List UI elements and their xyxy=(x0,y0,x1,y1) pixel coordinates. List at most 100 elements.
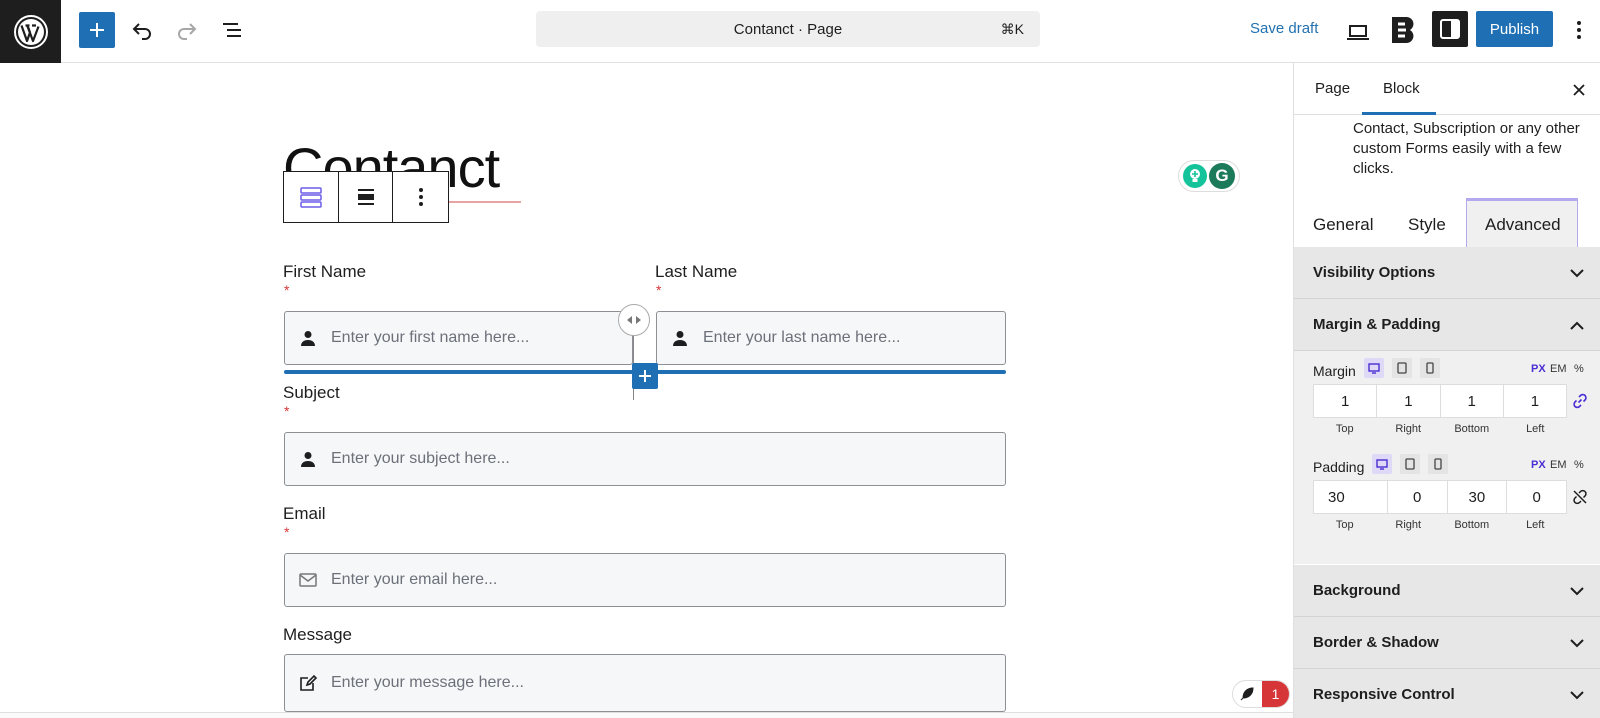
padding-left-input[interactable]: 0 xyxy=(1532,488,1541,506)
grammarly-widget[interactable]: G xyxy=(1178,160,1240,192)
block-sub-tabs: General Style Advanced xyxy=(1294,198,1600,250)
subject-label: Subject xyxy=(283,383,340,402)
unit-em[interactable]: EM xyxy=(1550,363,1567,375)
margin-label: Margin xyxy=(1313,363,1356,379)
insert-block-button[interactable] xyxy=(632,363,658,389)
unlink-values-icon[interactable] xyxy=(1571,488,1589,506)
responsive-control-panel[interactable]: Responsive Control xyxy=(1294,669,1600,718)
publish-button[interactable]: Publish xyxy=(1476,11,1553,47)
plugin-brand-button[interactable] xyxy=(1385,12,1421,48)
unit-percent[interactable]: % xyxy=(1574,459,1584,471)
caption-right: Right xyxy=(1395,519,1422,531)
plus-icon xyxy=(639,370,651,382)
required-marker: * xyxy=(284,403,290,419)
block-description: Contact, Subscription or any other custo… xyxy=(1353,120,1580,177)
vertical-ellipsis-icon xyxy=(1577,21,1581,39)
block-type-button[interactable] xyxy=(284,172,339,222)
tab-advanced[interactable]: Advanced xyxy=(1485,215,1561,234)
user-icon xyxy=(285,330,331,346)
message-textarea[interactable]: Enter your message here... xyxy=(284,654,1006,712)
unit-em[interactable]: EM xyxy=(1550,459,1567,471)
close-icon xyxy=(1573,84,1585,96)
tab-page[interactable]: Page xyxy=(1315,80,1351,97)
redo-button[interactable] xyxy=(169,12,205,48)
top-toolbar: Contanct · Page ⌘K Save draft Publish xyxy=(0,0,1600,63)
margin-top-input[interactable]: 1 xyxy=(1314,385,1378,417)
padding-values: 30 0 30 0 xyxy=(1313,480,1567,514)
first-name-placeholder: Enter your first name here... xyxy=(331,329,530,346)
plus-icon xyxy=(90,23,104,37)
tab-block[interactable]: Block xyxy=(1383,80,1420,97)
border-shadow-panel[interactable]: Border & Shadow xyxy=(1294,617,1600,669)
link-values-icon[interactable] xyxy=(1571,392,1589,410)
visibility-options-panel[interactable]: Visibility Options xyxy=(1294,247,1600,299)
last-name-input[interactable]: Enter your last name here... xyxy=(656,311,1006,365)
wordpress-logo-icon[interactable] xyxy=(0,0,61,63)
close-sidebar-button[interactable] xyxy=(1568,79,1590,101)
command-palette-bar[interactable]: Contanct · Page ⌘K xyxy=(536,11,1040,47)
panel-title: Visibility Options xyxy=(1313,264,1436,281)
caption-top: Top xyxy=(1335,519,1354,531)
preview-button[interactable] xyxy=(1340,14,1376,50)
document-title: Contanct · Page xyxy=(733,21,843,38)
mobile-icon[interactable] xyxy=(1428,454,1448,474)
undo-button[interactable] xyxy=(124,12,160,48)
redo-icon xyxy=(178,23,197,40)
keyboard-shortcut: ⌘K xyxy=(1000,21,1024,37)
first-name-input[interactable]: Enter your first name here... xyxy=(284,311,633,365)
user-icon xyxy=(657,330,703,346)
add-block-button[interactable] xyxy=(79,12,115,48)
align-button[interactable] xyxy=(339,172,394,222)
padding-right-input[interactable]: 0 xyxy=(1388,481,1448,513)
active-tab-indicator xyxy=(1362,112,1436,115)
email-label: Email xyxy=(283,504,326,523)
email-input[interactable]: Enter your email here... xyxy=(284,553,1006,607)
margin-bottom-input[interactable]: 1 xyxy=(1441,385,1504,417)
background-panel[interactable]: Background xyxy=(1294,565,1600,617)
margin-left-input[interactable]: 1 xyxy=(1530,392,1540,410)
tab-style[interactable]: Style xyxy=(1408,215,1446,234)
lightbulb-icon xyxy=(1183,164,1207,188)
mobile-icon[interactable] xyxy=(1420,358,1440,378)
margin-padding-panel[interactable]: Margin & Padding xyxy=(1294,299,1600,351)
tablet-icon[interactable] xyxy=(1400,454,1420,474)
settings-sidebar: Page Block Contact, Subscription or any … xyxy=(1293,63,1600,718)
subject-input[interactable]: Enter your subject here... xyxy=(284,432,1006,486)
tablet-icon[interactable] xyxy=(1392,358,1412,378)
align-wide-icon xyxy=(357,189,374,205)
unit-px[interactable]: PX xyxy=(1531,459,1546,471)
unit-percent[interactable]: % xyxy=(1574,363,1584,375)
desktop-icon[interactable] xyxy=(1364,358,1384,378)
canvas-footer-strip xyxy=(0,712,1293,718)
desktop-icon[interactable] xyxy=(1372,454,1392,474)
panel-title: Margin & Padding xyxy=(1313,316,1441,333)
laptop-icon xyxy=(1347,25,1369,40)
more-options-button[interactable] xyxy=(1564,12,1594,48)
margin-right-input[interactable]: 1 xyxy=(1377,385,1441,417)
form-block-icon xyxy=(300,187,322,208)
save-draft-button[interactable]: Save draft xyxy=(1250,20,1319,37)
undo-icon xyxy=(132,23,151,40)
message-label: Message xyxy=(283,625,352,644)
user-icon xyxy=(285,451,331,467)
feather-icon xyxy=(1233,686,1262,702)
settings-toggle-button[interactable] xyxy=(1432,11,1468,47)
caption-bottom: Bottom xyxy=(1454,519,1490,531)
envelope-icon xyxy=(285,573,331,587)
padding-top-input[interactable]: 30 xyxy=(1314,481,1388,513)
panel-title: Border & Shadow xyxy=(1313,634,1439,651)
padding-bottom-input[interactable]: 30 xyxy=(1448,481,1508,513)
unit-px[interactable]: PX xyxy=(1531,363,1546,375)
caption-right: Right xyxy=(1395,423,1422,435)
column-resize-handle[interactable] xyxy=(618,304,650,336)
panel-title: Background xyxy=(1313,582,1401,599)
sidebar-icon xyxy=(1440,19,1460,39)
notification-badge[interactable]: 1 xyxy=(1232,680,1290,708)
chevron-down-icon xyxy=(1569,265,1585,281)
block-options-button[interactable] xyxy=(393,172,448,222)
tab-general[interactable]: General xyxy=(1313,215,1374,234)
margin-values: 1 1 1 1 xyxy=(1313,384,1567,418)
chevron-up-icon xyxy=(1569,317,1585,333)
document-overview-button[interactable] xyxy=(214,12,250,48)
caption-top: Top xyxy=(1335,423,1354,435)
